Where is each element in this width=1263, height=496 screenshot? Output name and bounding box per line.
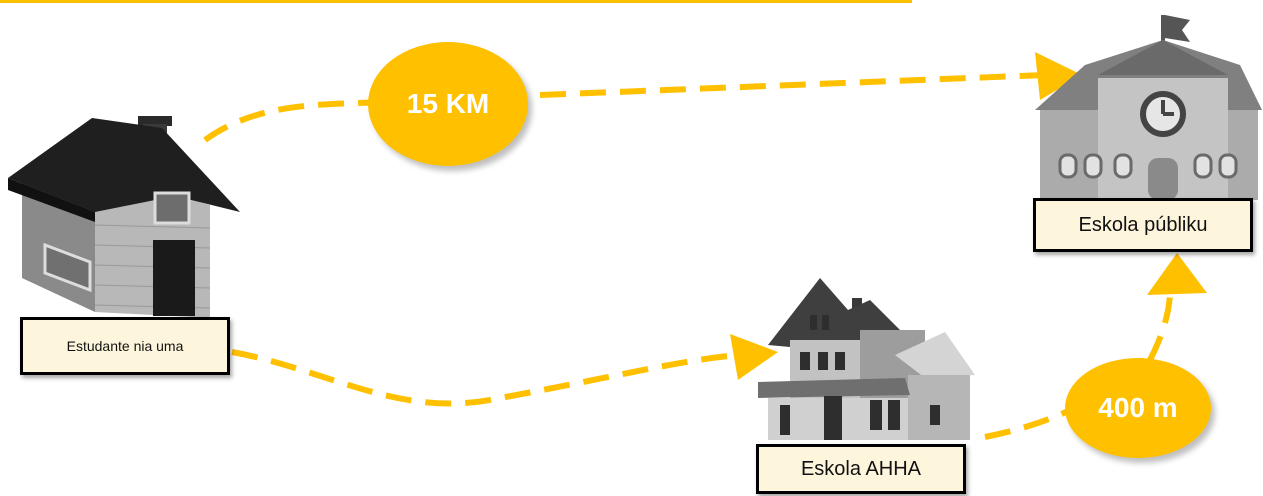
label-student-home-text: Estudante nia uma xyxy=(66,338,184,354)
path-badge-to-public-school-2 xyxy=(1147,294,1173,362)
path-ahha-to-badge xyxy=(984,407,1072,440)
arrowhead-public-school-2 xyxy=(1147,253,1207,295)
label-ahha-school-text: Eskola AHHA xyxy=(800,457,922,480)
distance-badge-400m: 400 m xyxy=(1065,358,1211,458)
distance-badge-15km-text: 15 KM xyxy=(406,88,490,119)
distance-badge-400m-text: 400 m xyxy=(1098,392,1178,423)
house-icon xyxy=(8,116,240,318)
path-badge-to-public-school xyxy=(539,72,1046,98)
label-public-school: Eskola públiku xyxy=(1033,198,1253,252)
ahha-school-house-icon xyxy=(758,278,975,440)
arrowhead-public-school xyxy=(1035,52,1082,100)
school-building-icon xyxy=(1035,15,1262,200)
path-home-to-ahha xyxy=(231,349,739,407)
label-student-home: Estudante nia uma xyxy=(20,317,230,375)
arrowhead-ahha-school xyxy=(730,334,778,380)
label-ahha-school: Eskola AHHA xyxy=(756,444,966,494)
path-home-to-badge xyxy=(203,99,386,143)
distance-badge-15km: 15 KM xyxy=(368,42,528,166)
label-public-school-text: Eskola públiku xyxy=(1078,213,1208,236)
